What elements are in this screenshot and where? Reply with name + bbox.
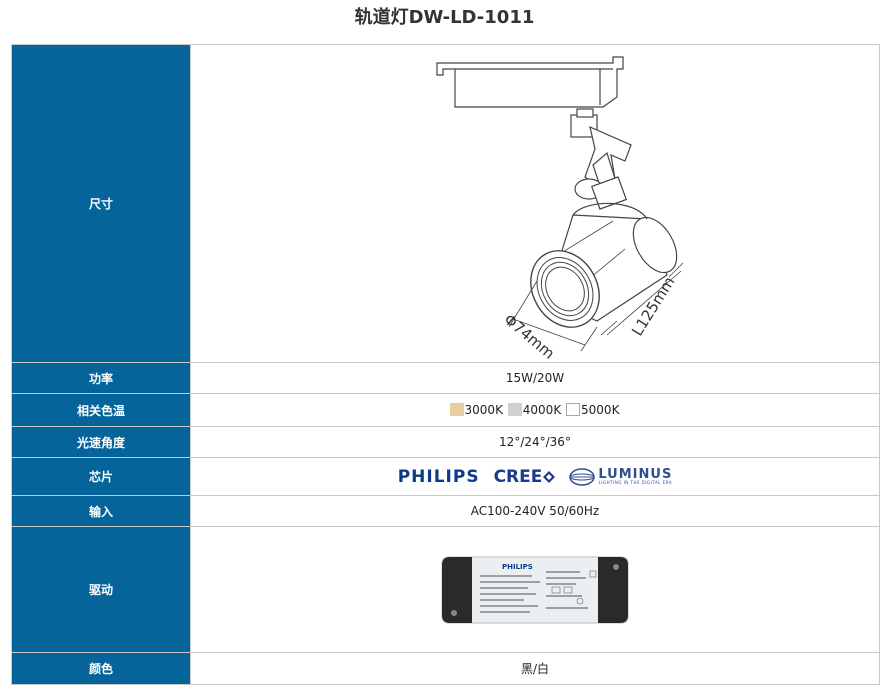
label-beam: 光速角度 (11, 426, 191, 458)
cree-diamond-icon (543, 470, 556, 483)
label-driver: 驱动 (11, 526, 191, 653)
luminus-logo: LUMINUS LIGHTING IN THE DIGITAL ERA (569, 467, 673, 486)
track-light-drawing: Φ74mm L125mm (436, 55, 684, 359)
driver-brand: PHILIPS (502, 563, 533, 571)
row-color: 颜色 黑/白 (11, 652, 880, 685)
value-color: 黑/白 (190, 652, 880, 685)
cct-3000k: 3000K (464, 403, 503, 417)
label-input: 输入 (11, 495, 191, 527)
value-driver: PHILIPS (190, 526, 880, 653)
swatch-4000k (507, 403, 522, 416)
value-cct: 3000K 4000K 5000K (190, 393, 880, 427)
row-input: 输入 AC100-240V 50/60Hz (11, 495, 880, 527)
swatch-5000k (566, 403, 581, 416)
row-power: 功率 15W/20W (11, 362, 880, 394)
page-title: 轨道灯DW-LD-1011 (354, 7, 535, 28)
spec-table: 尺寸 (11, 44, 880, 685)
luminus-tagline: LIGHTING IN THE DIGITAL ERA (598, 480, 673, 485)
value-size: Φ74mm L125mm (190, 44, 880, 363)
row-driver: 驱动 PHILIPS (11, 526, 880, 653)
cree-logo: CREE (494, 467, 556, 487)
value-beam: 12°/24°/36° (190, 426, 880, 458)
cct-5000k: 5000K (581, 403, 620, 417)
row-size: 尺寸 (11, 44, 880, 363)
row-beam: 光速角度 12°/24°/36° (11, 426, 880, 458)
cree-wordmark: CREE (493, 466, 543, 487)
value-input: AC100-240V 50/60Hz (190, 495, 880, 527)
label-color: 颜色 (11, 652, 191, 685)
cct-4000k: 4000K (522, 403, 562, 417)
label-power: 功率 (11, 362, 191, 394)
philips-logo: PHILIPS (397, 466, 480, 487)
label-cct: 相关色温 (11, 393, 191, 427)
luminus-wordmark: LUMINUS (598, 467, 673, 482)
row-chip: 芯片 PHILIPS CREE LUMINUS LIGHTING IN THE … (11, 457, 880, 496)
swatch-3000k (449, 403, 464, 416)
value-chip: PHILIPS CREE LUMINUS LIGHTING IN THE DIG… (190, 457, 880, 496)
row-cct: 相关色温 3000K 4000K 5000K (11, 393, 880, 427)
luminus-globe-icon (569, 467, 596, 486)
label-size: 尺寸 (11, 44, 191, 363)
value-power: 15W/20W (190, 362, 880, 394)
label-chip: 芯片 (11, 457, 191, 496)
driver-image: PHILIPS (441, 556, 629, 623)
